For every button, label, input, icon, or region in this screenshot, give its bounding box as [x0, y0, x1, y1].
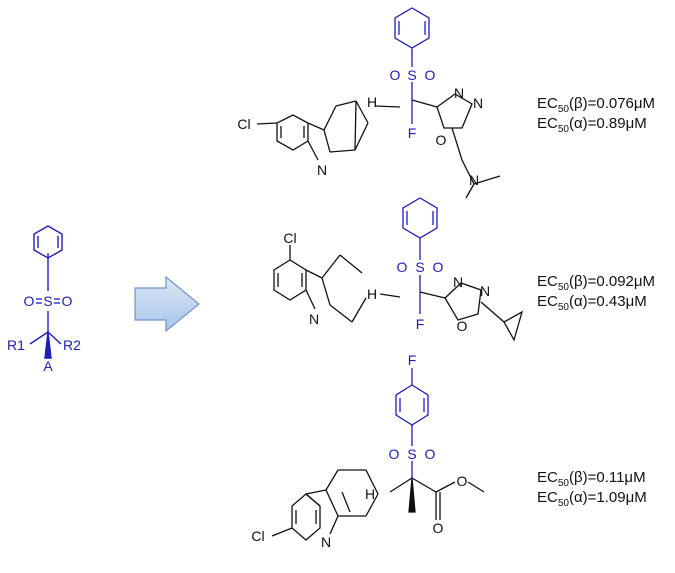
scaffold-o-left: O: [24, 293, 35, 309]
compound-3-ec50-alpha: EC50(α)=1.09μM: [537, 489, 647, 509]
compound-1-ec50-beta: EC50(β)=0.076μM: [537, 95, 656, 115]
compound-2-h: H: [367, 286, 377, 302]
compound-2-ec50-alpha: EC50(α)=0.43μM: [537, 293, 647, 313]
compound-1-f: F: [408, 125, 417, 141]
compound-3-cl: Cl: [251, 528, 264, 544]
compound-3-f-para: F: [408, 352, 417, 368]
scaffold-r2: R2: [63, 337, 81, 353]
compound-3-ec50-beta: EC50(β)=0.11μM: [537, 469, 646, 489]
compound-2-nh: N: [309, 311, 319, 327]
compound-1-o-left: O: [390, 67, 401, 83]
compound-2-n1: N: [453, 274, 463, 290]
scaffold-a: A: [43, 358, 53, 374]
reaction-arrow: [134, 275, 200, 333]
compound-3-o-carbonyl: O: [433, 520, 444, 536]
compound-3-nh: N: [321, 534, 331, 550]
compound-1-nh: N: [317, 162, 327, 178]
compound-2-o-left: O: [397, 259, 408, 275]
scaffold-o-right: O: [62, 293, 73, 309]
compound-1-nme2: N: [469, 172, 479, 188]
compound-1-structure: [256, 7, 501, 199]
compound-1-s: S: [407, 67, 416, 83]
compound-2-n2: N: [480, 283, 490, 299]
compound-1-cl: Cl: [237, 116, 250, 132]
compound-2-structure: [273, 197, 524, 342]
compound-3-o-right: O: [425, 446, 436, 462]
compound-1-n1: N: [454, 85, 464, 101]
compound-1-h: H: [367, 94, 377, 110]
generic-scaffold: [29, 225, 63, 359]
compound-3-o-ester: O: [457, 473, 468, 489]
compound-2-s: S: [415, 259, 424, 275]
compound-2-cl: Cl: [283, 230, 296, 246]
compound-2-o-right: O: [433, 259, 444, 275]
compound-3-s: S: [407, 446, 416, 462]
compound-1-ec50-alpha: EC50(α)=0.89μM: [537, 115, 647, 135]
compound-2-f: F: [416, 316, 425, 332]
compound-3-o-left: O: [389, 446, 400, 462]
compound-2-ec50-beta: EC50(β)=0.092μM: [537, 273, 656, 293]
compound-3-h: H: [365, 486, 375, 502]
compound-1-o-right: O: [425, 67, 436, 83]
compound-2-o-ring: O: [457, 318, 468, 334]
compound-1-n2: N: [473, 95, 483, 111]
compound-1-o-ring: O: [436, 132, 447, 148]
scaffold-s: S: [43, 293, 52, 309]
compound-3-structure: [271, 368, 485, 541]
scaffold-r1: R1: [7, 337, 25, 353]
